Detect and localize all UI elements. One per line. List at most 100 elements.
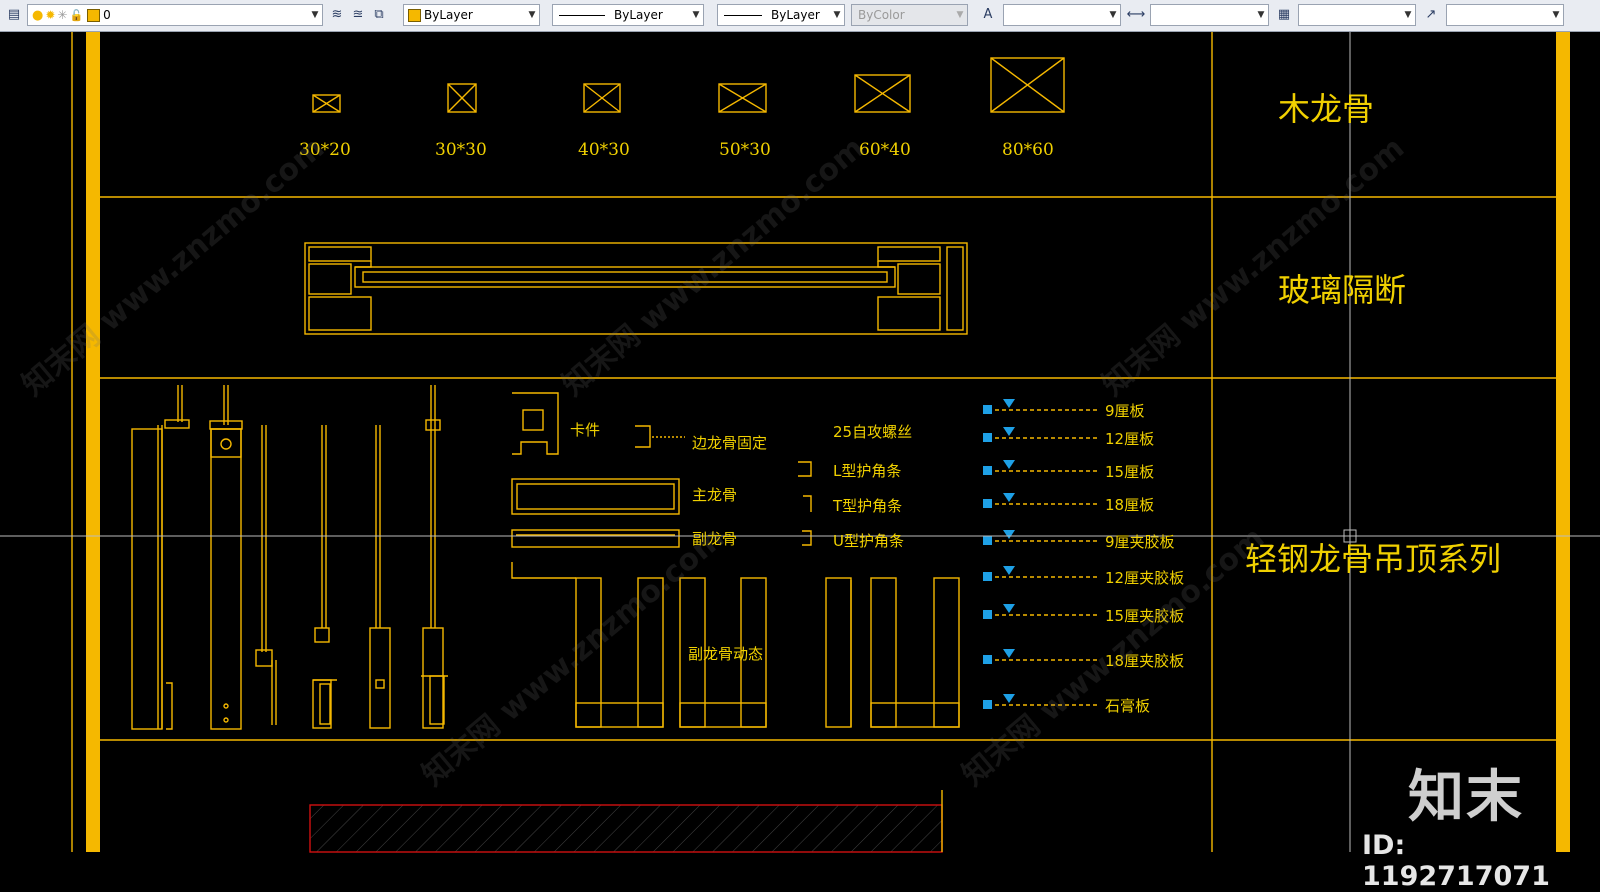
chevron-down-icon[interactable]: ▼ — [528, 10, 536, 20]
text-style-icon[interactable]: A — [983, 7, 993, 22]
watermark-logo: 知末 — [1408, 765, 1524, 830]
linetype-dropdown[interactable]: ByLayer ▼ — [552, 4, 704, 26]
properties-toolbar: ▤ ● ✹ ✳ 🔓 0 ▼ ≋ ≊ ⧉ ByLayer ▼ ByLayer ▼ … — [0, 0, 1600, 32]
table-style-icon[interactable]: ▦ — [1277, 7, 1291, 22]
wood-stud-60x40 — [854, 74, 911, 113]
chevron-down-icon[interactable]: ▼ — [1109, 10, 1117, 20]
drawing-canvas[interactable]: 30*20 30*30 40*30 50*30 60*40 80*60 木龙骨 … — [0, 32, 1600, 892]
hatch-section — [309, 804, 943, 853]
hanger-assembly-3 — [255, 425, 277, 725]
watermark-id: ID: 1192717071 — [1362, 830, 1550, 892]
color-value: ByLayer — [424, 8, 473, 22]
wood-stud-30x30 — [447, 83, 477, 113]
lineweight-value: ByLayer — [771, 8, 820, 22]
board-label: 18厘板 — [1105, 496, 1154, 514]
previous-layer-icon[interactable]: ⧉ — [374, 7, 384, 22]
board-label: 18厘夹胶板 — [1105, 652, 1184, 670]
color-dropdown[interactable]: ByLayer ▼ — [403, 4, 540, 26]
linetype-value: ByLayer — [614, 8, 663, 22]
wood-stud-50x30 — [718, 83, 767, 113]
t-corner-strip — [803, 495, 812, 512]
lightbulb-icon[interactable]: ● — [32, 7, 44, 23]
make-current-layer-icon[interactable]: ≋ — [331, 7, 343, 22]
hanger-assembly-1 — [131, 385, 190, 730]
chevron-down-icon[interactable]: ▼ — [833, 10, 841, 20]
label-u-strip: U型护角条 — [833, 532, 904, 550]
board-label: 9厘夹胶板 — [1105, 533, 1175, 551]
multileader-style-icon[interactable]: ↗ — [1425, 7, 1437, 22]
hanger-assembly-4 — [312, 425, 337, 729]
clip-piece — [512, 392, 559, 455]
board-label: 15厘夹胶板 — [1105, 607, 1184, 625]
lock-icon[interactable]: 🔓 — [69, 8, 84, 22]
wood-size-label: 50*30 — [719, 140, 771, 160]
layer-dropdown[interactable]: ● ✹ ✳ 🔓 0 ▼ — [27, 4, 323, 26]
match-layer-icon[interactable]: ≊ — [352, 7, 364, 22]
main-keel-inner — [516, 483, 675, 510]
sub-keel-dynamic-u4 — [870, 577, 960, 728]
wood-stud-80x60 — [990, 57, 1065, 113]
layer-name: 0 — [103, 8, 111, 22]
wood-size-label: 60*40 — [859, 140, 911, 160]
hanger-assembly-2 — [209, 385, 243, 730]
sub-keel-dynamic-u3 — [825, 577, 852, 728]
multileader-style-dropdown[interactable]: ▼ — [1446, 4, 1564, 26]
sub-keel-dynamic-u1 — [511, 562, 664, 728]
hanger-assembly-5 — [369, 425, 391, 729]
wood-size-label: 40*30 — [578, 140, 630, 160]
text-style-dropdown[interactable]: ▼ — [1003, 4, 1121, 26]
hanger-assembly-6 — [421, 385, 448, 729]
board-markers — [983, 399, 1015, 709]
cad-drawing: 30*20 30*30 40*30 50*30 60*40 80*60 木龙骨 … — [0, 32, 1600, 853]
label-l-strip: L型护角条 — [833, 462, 901, 480]
section-title-light-steel-ceiling: 轻钢龙骨吊顶系列 — [1245, 540, 1501, 578]
frame-left-bar — [86, 32, 100, 852]
plotstyle-value: ByColor — [858, 8, 905, 22]
section-title-wood-keel: 木龙骨 — [1278, 90, 1374, 128]
crosshair-cursor — [0, 32, 1600, 852]
u-corner-strip — [802, 530, 812, 546]
layer-properties-icon[interactable]: ▤ — [7, 7, 21, 22]
chevron-down-icon[interactable]: ▼ — [1552, 10, 1560, 20]
glass-partition-section — [304, 242, 968, 335]
freeze-icon[interactable]: ✳ — [57, 8, 68, 22]
color-swatch — [408, 8, 421, 22]
frame-right-bar — [1556, 32, 1570, 852]
table-style-dropdown[interactable]: ▼ — [1298, 4, 1416, 26]
sub-keel-dynamic-u2 — [679, 577, 767, 728]
plotstyle-dropdown: ByColor ▼ — [851, 4, 968, 26]
sub-keel — [511, 529, 680, 548]
label-screw: 25自攻螺丝 — [833, 423, 912, 441]
wood-stud-40x30 — [583, 83, 621, 113]
board-label: 12厘板 — [1105, 430, 1154, 448]
board-label: 15厘板 — [1105, 463, 1154, 481]
label-main-keel: 主龙骨 — [692, 486, 737, 504]
layer-color-swatch — [87, 8, 101, 22]
wood-size-label: 80*60 — [1002, 140, 1054, 160]
board-label: 12厘夹胶板 — [1105, 569, 1184, 587]
label-sub-keel: 副龙骨 — [692, 530, 737, 548]
board-leaders — [988, 409, 1098, 706]
chevron-down-icon[interactable]: ▼ — [1257, 10, 1265, 20]
linetype-preview — [559, 14, 605, 16]
chevron-down-icon[interactable]: ▼ — [1404, 10, 1412, 20]
lineweight-dropdown[interactable]: ByLayer ▼ — [717, 4, 845, 26]
chevron-down-icon[interactable]: ▼ — [311, 10, 319, 20]
label-edge-keel-fix: 边龙骨固定 — [692, 434, 767, 452]
chevron-down-icon: ▼ — [956, 10, 964, 20]
dimension-style-dropdown[interactable]: ▼ — [1150, 4, 1269, 26]
wood-size-label: 30*20 — [299, 140, 351, 160]
main-keel — [511, 478, 680, 515]
section-title-glass-partition: 玻璃隔断 — [1278, 271, 1406, 309]
chevron-down-icon[interactable]: ▼ — [692, 10, 700, 20]
board-label: 9厘板 — [1105, 402, 1145, 420]
edge-keel-bracket — [635, 425, 651, 448]
lineweight-preview — [724, 14, 762, 16]
label-sub-keel-dynamic: 副龙骨动态 — [688, 645, 763, 663]
l-corner-strip — [798, 461, 812, 477]
dimension-style-icon[interactable]: ⟷ — [1126, 7, 1146, 22]
wood-size-label: 30*30 — [435, 140, 487, 160]
sun-icon[interactable]: ✹ — [45, 8, 56, 22]
board-label: 石膏板 — [1105, 697, 1150, 715]
label-t-strip: T型护角条 — [832, 497, 902, 515]
